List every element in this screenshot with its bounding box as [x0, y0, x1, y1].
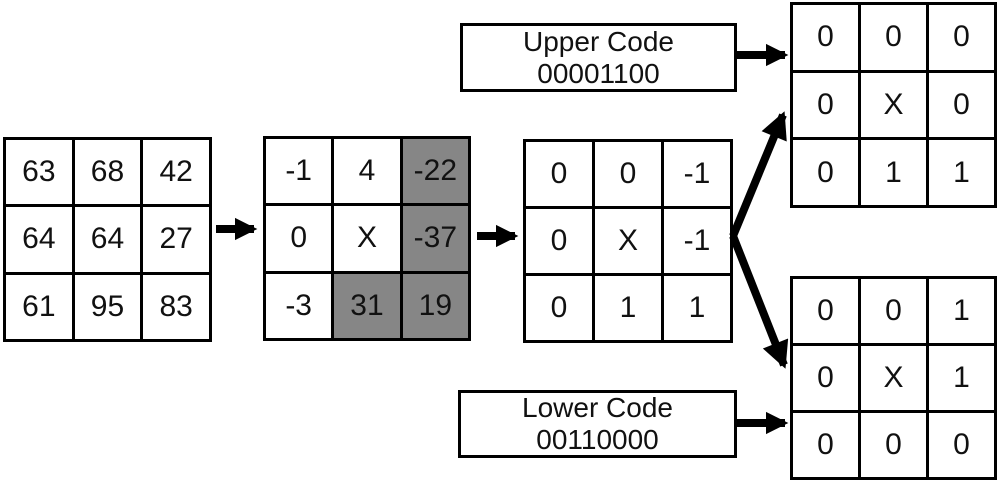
lower-code-value: 00110000 — [536, 424, 659, 455]
grid-cell: X — [861, 72, 926, 138]
grid-cell: 61 — [6, 274, 72, 339]
grid-cell: -1 — [266, 139, 332, 204]
grid-cell: 0 — [861, 5, 926, 70]
grid-cell: 1 — [861, 140, 926, 205]
grid-cell: 83 — [143, 274, 209, 339]
grid-cell: 0 — [929, 72, 994, 138]
upper-code-box: Upper Code 00001100 — [460, 23, 737, 92]
grid-cell: 0 — [266, 206, 332, 271]
grid-cell: 0 — [793, 413, 858, 477]
grid-cell: 0 — [595, 142, 661, 206]
lower-code-box: Lower Code 00110000 — [458, 390, 737, 458]
grid-cell: 0 — [793, 346, 858, 410]
grid-cell: 0 — [526, 276, 592, 340]
grid-cell: 1 — [929, 140, 994, 205]
arrow-threshold-to-lower-icon — [729, 234, 789, 369]
grid-cell: 1 — [664, 276, 730, 340]
grid-cell: 0 — [793, 140, 858, 205]
grid-cell: 0 — [793, 5, 858, 70]
grid-cell: 95 — [74, 274, 141, 339]
grid-cell: 19 — [402, 273, 468, 338]
grid-cell: 0 — [526, 142, 592, 206]
upper-code-value: 00001100 — [537, 57, 660, 89]
grid-cell: 68 — [74, 140, 141, 205]
grid-cell: -37 — [402, 206, 468, 271]
grid-cell: 27 — [143, 207, 209, 272]
grid-cell: X — [861, 346, 926, 410]
grid-cell: 0 — [929, 5, 994, 70]
grid-cell: 0 — [526, 209, 592, 273]
grid-cell: 0 — [793, 279, 858, 343]
grid-cell: 1 — [929, 346, 994, 410]
grid-cell: 64 — [74, 207, 141, 272]
grid-cell: 4 — [334, 139, 400, 204]
grid-cell: X — [595, 209, 661, 273]
grid-cell: 64 — [6, 207, 72, 272]
grid-cell: 0 — [861, 279, 926, 343]
arrow-threshold-to-upper-icon — [729, 111, 787, 238]
grid-cell: 1 — [595, 276, 661, 340]
grid-cell: -3 — [266, 273, 332, 338]
grid-cell: 0 — [861, 413, 926, 477]
grid-cell: X — [334, 206, 400, 271]
grid-cell: 63 — [6, 140, 72, 205]
grid-cell: 31 — [334, 273, 400, 338]
grid-cell: 0 — [793, 72, 858, 138]
grid-cell: 0 — [929, 413, 994, 477]
grid-cell: 42 — [143, 140, 209, 205]
lower-code-title: Lower Code — [522, 392, 673, 423]
grid-cell: -22 — [402, 139, 468, 204]
grid-cell: 1 — [929, 279, 994, 343]
grid-cell: -1 — [664, 142, 730, 206]
upper-code-title: Upper Code — [523, 25, 674, 57]
grid-cell: -1 — [664, 209, 730, 273]
